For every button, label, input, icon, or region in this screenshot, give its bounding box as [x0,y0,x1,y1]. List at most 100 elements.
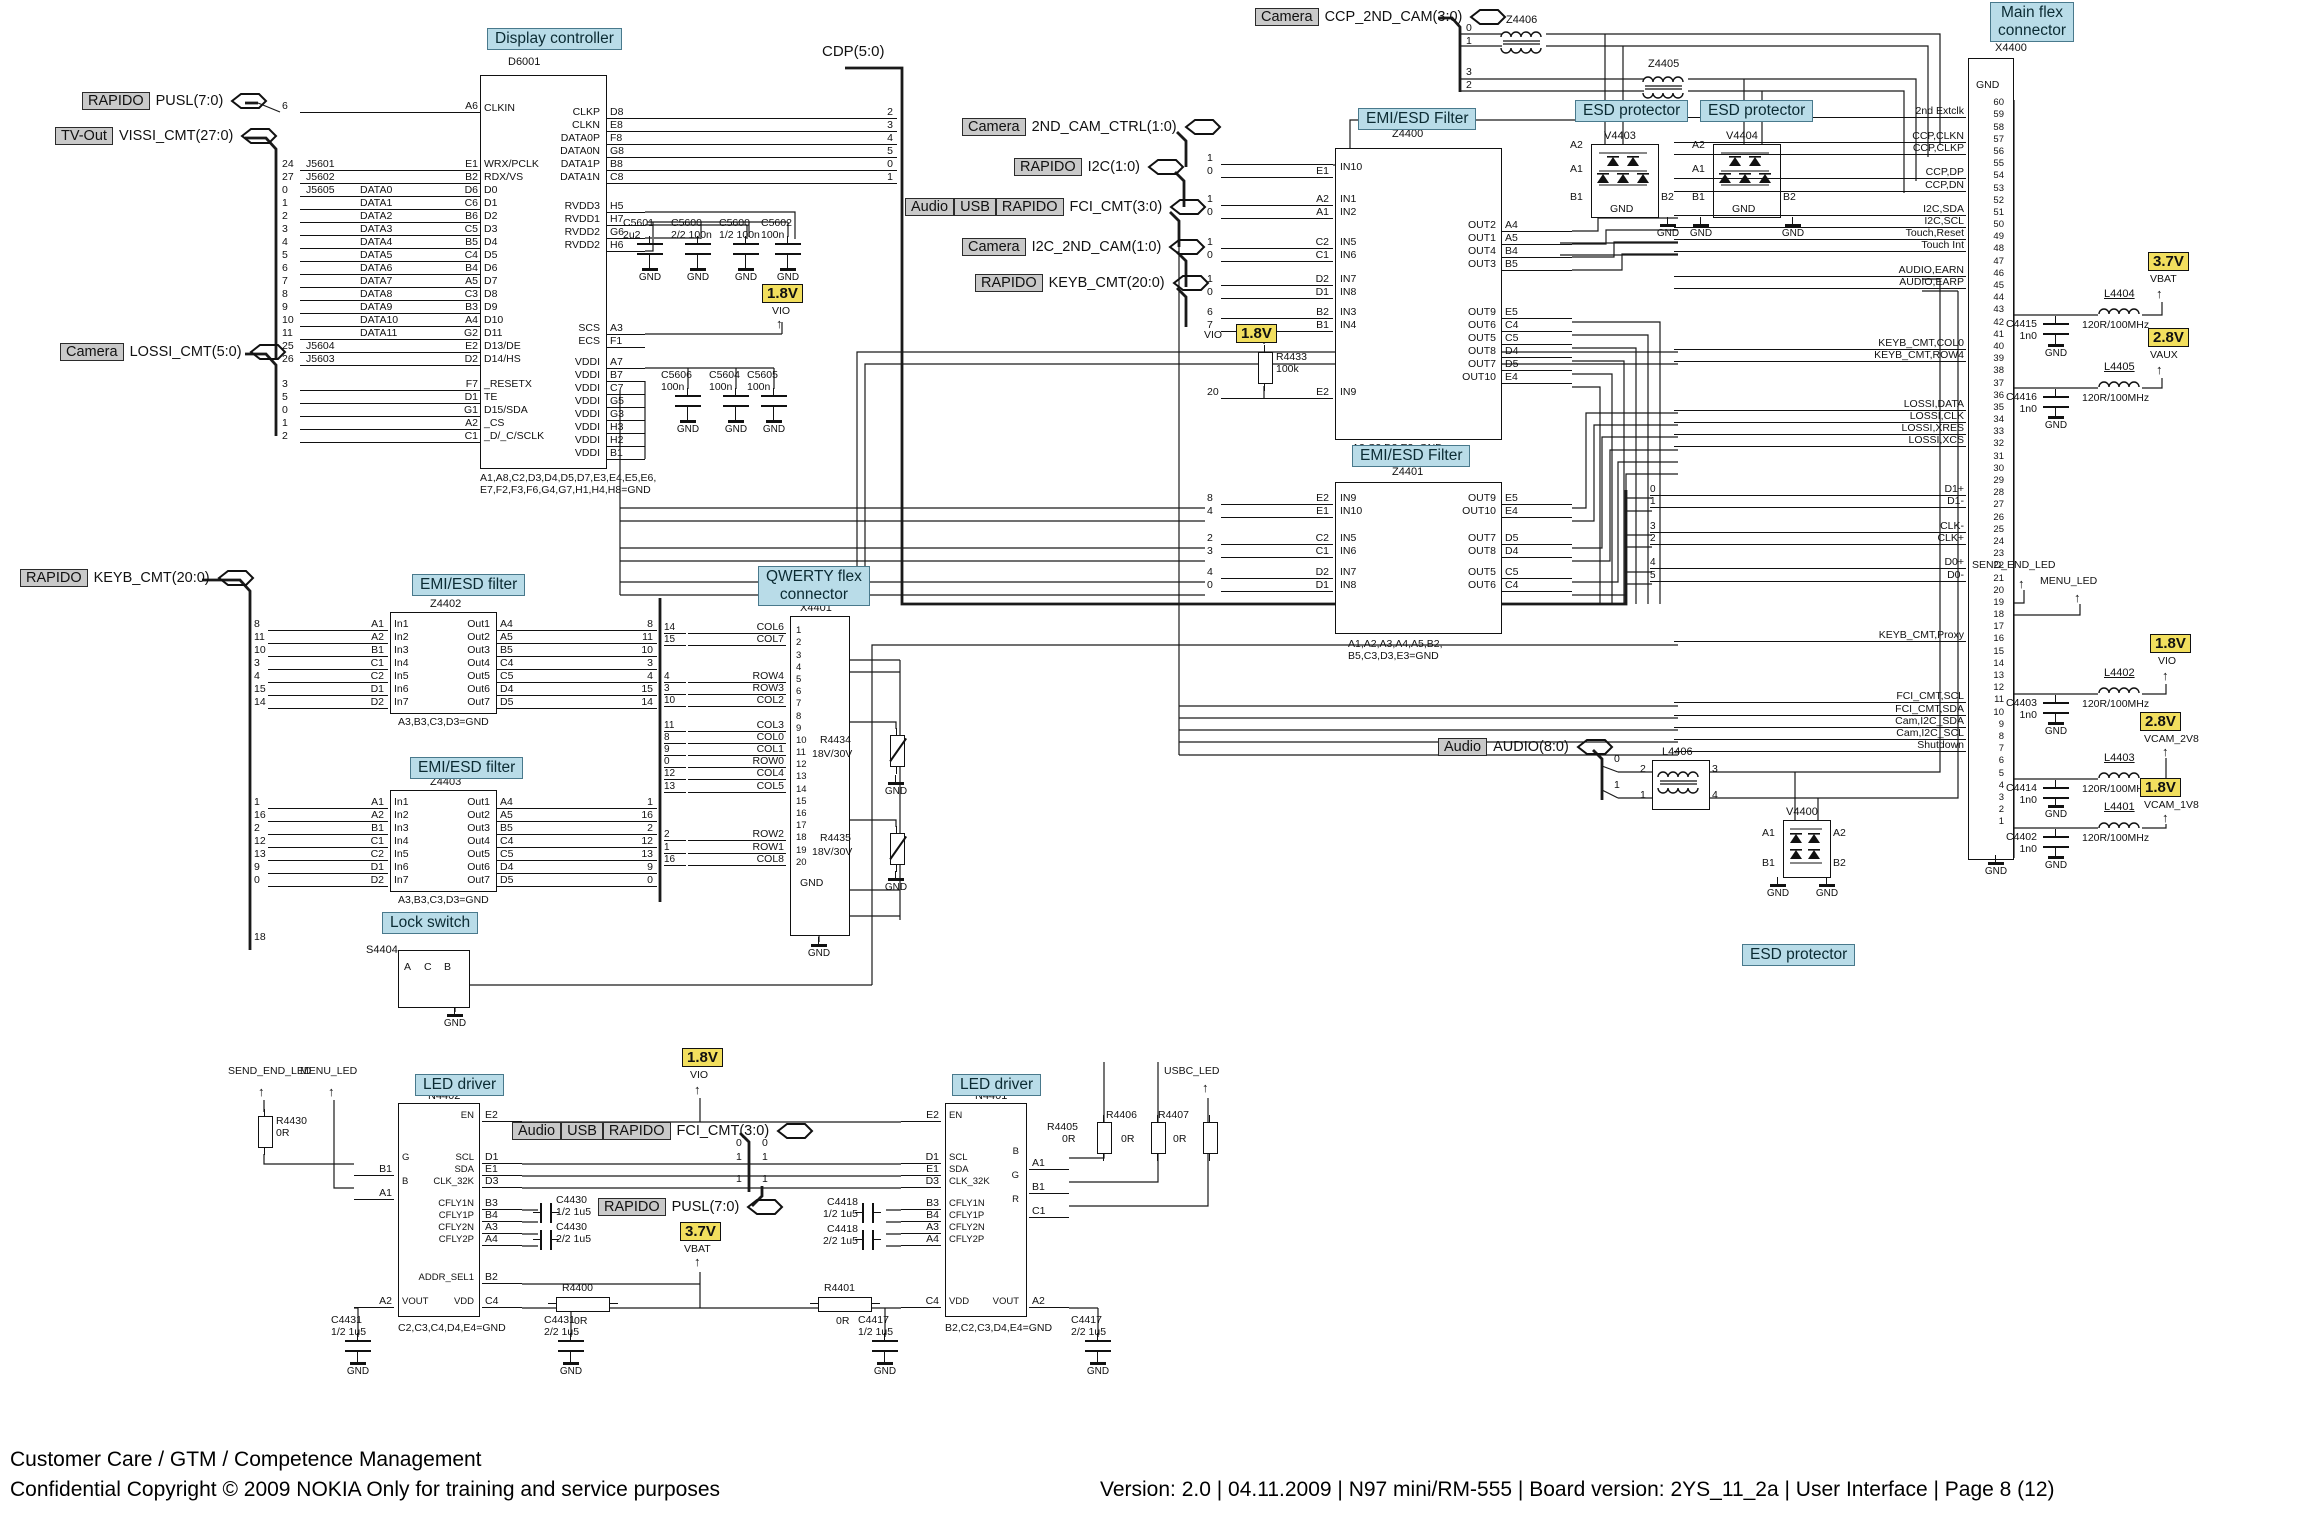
wire-row: D5 [1502,532,1572,545]
pin-name: OUT9 [1467,306,1496,318]
pin-signal: COL1 [688,744,786,757]
connector-pin-row: 56 CCP,CLKP [1674,142,2012,157]
pin-number: 39 [1993,353,2004,365]
up-arrow-icon: ↑ [2156,362,2163,377]
bus-bit: 8 [664,732,686,744]
pin-name: CFLY1P [949,1210,985,1221]
subsystem-tag: Camera [962,118,1026,136]
pin-number: 38 [1993,365,2004,377]
section-label-emi-esd-z4400: EMI/ESD Filter [1358,108,1477,130]
pin-number: 47 [1993,255,2004,267]
resistor-r4405 [1097,1115,1112,1161]
subsystem-tag: RAPIDO [995,198,1064,216]
pin-number: 35 [1993,401,2004,413]
bus-bit: 10 [664,695,686,708]
pin-name: D6 [484,262,498,274]
net-vio: VIO [1204,329,1223,341]
pin-signal: COL0 [688,731,786,744]
up-arrow-icon: ↑ [694,1082,701,1097]
bus-pusl-top: RAPIDO PUSL(7:0) [82,92,269,110]
pin-number: 24 [1993,535,2004,547]
pin-signal: COL6 [688,622,786,635]
pin-id: A2 [465,417,478,429]
pin-signal: KEYB_CMT,COL0 [1674,337,1966,350]
pin-name: In4 [394,657,409,669]
connector-pin-row: 24 CLK+ 2 [1650,532,2012,547]
pin-number: 3 [1998,791,2004,803]
bus-bit: 1 [1650,496,1674,509]
connector-pin-row: 16 [790,807,848,819]
pin-name: VDDI [574,382,600,394]
pin-number: 14 [796,783,807,795]
net-vcam-2v8: VCAM_2V8 [2144,733,2199,745]
n4401-chip [945,1103,1027,1317]
connector-pin-row: 41 [1968,328,2012,340]
pin-name: VDD [949,1296,970,1307]
bus-name: I2C_2ND_CAM(1:0) [1031,239,1162,255]
n4402-en-pin: E2 [482,1110,522,1122]
bus-ccp-2nd-cam: Camera CCP_2ND_CAM(3:0) [1255,8,1508,26]
bus-bit: 11 [664,720,686,732]
z4403-gnd-note: A3,B3,C3,D3=GND [398,894,489,906]
z4400-ref: Z4400 [1392,128,1424,140]
net-vbat: VBAT [684,1243,711,1255]
pin-name: _D/_C/SCLK [484,430,545,442]
pin-name: In6 [394,683,409,695]
bus-bit: 9 [282,301,288,313]
pin-number: 3 [796,649,802,661]
r4435-value: 18V/30V [812,846,853,858]
pin-name: Out6 [467,683,490,695]
pin-number: 41 [1993,328,2004,340]
connector-pin-row: 20 [1968,584,2012,596]
pin-number: 2 [1998,804,2004,816]
z4401-gnd-note: A1,A2,A3,A4,A5,B2,B5,C3,D3,E3=GND [1348,638,1443,662]
r4407-value: 0R [1173,1133,1187,1145]
bus-bit: 3 [282,378,288,390]
gnd-note-line2: E7,F2,F3,F6,G4,G7,H1,H4,H8=GND [480,484,651,496]
bus-bit: 1 [282,197,288,209]
net-name: DATA4 [360,236,393,248]
gnd-symbol: GND [761,413,787,435]
pin-signal: CCP,DP [1674,167,1966,180]
pin-signal: Cam,I2C_SCL [1674,727,1966,740]
pin-number: 30 [1993,462,2004,474]
connector-pin-row: 35 LOSSI,DATA [1674,398,2012,413]
bus-lossi: Camera LOSSI_CMT(5:0) [60,343,288,361]
pin-id: B8 [610,158,623,170]
wire-row: C4 [1502,579,1572,592]
pin-number: 56 [1993,145,2004,157]
x4401-gnd-text: GND [800,877,824,889]
bus-bit: 0 [887,158,893,170]
bus-vissi: TV-Out VISSI_CMT(27:0) [55,127,279,145]
bus-bit: 10 [282,314,294,326]
subsystem-tag: USB [954,198,996,216]
pin-name: IN3 [1340,306,1357,318]
pin-name: OUT6 [1467,579,1496,591]
z4405-ref: Z4405 [1648,58,1680,70]
bus-bit: 0 [282,404,288,416]
pin-id: G8 [610,145,625,157]
connector-pin-row: 19 [1968,596,2012,608]
pin-signal: COL8 [688,853,786,866]
wire-row: E4 [1502,505,1572,518]
